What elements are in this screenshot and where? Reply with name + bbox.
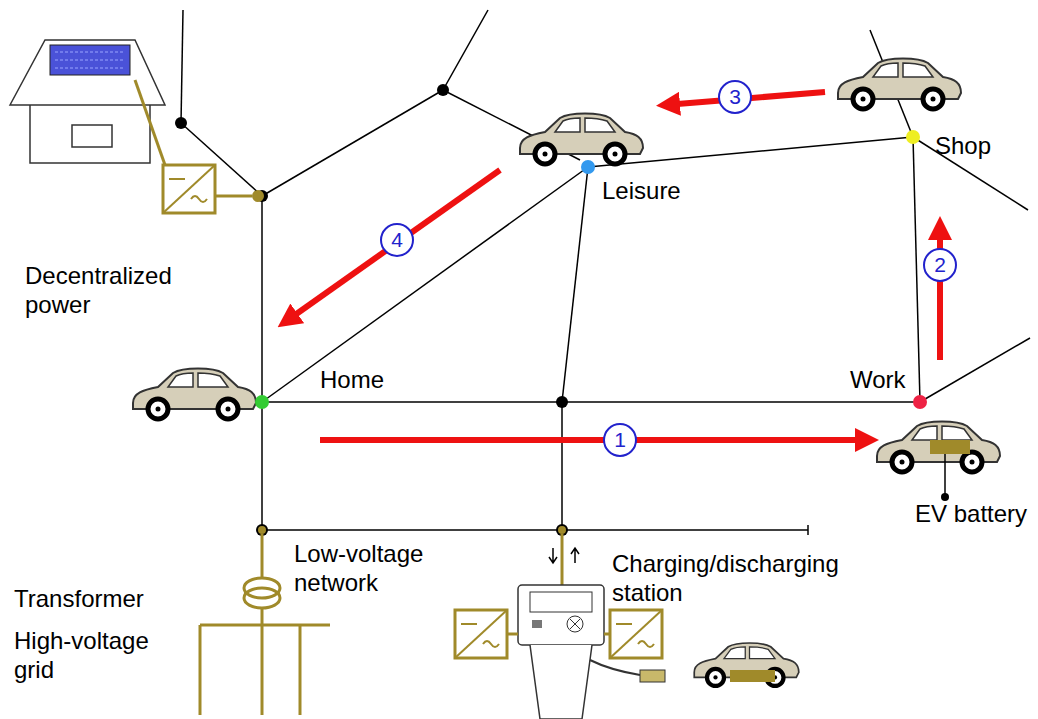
callout-number: 3 [718,80,752,114]
location-dot [906,130,920,144]
car [877,422,1000,473]
part-label: Charging/discharging station [612,550,902,608]
trip-arrow [937,225,943,360]
part-label: Transformer [14,585,194,614]
callout-number: 4 [380,223,414,257]
part-label: High-voltage grid [14,627,164,685]
callout-number: 1 [603,423,637,457]
car [838,59,961,110]
trip-arrow [320,437,870,443]
location-label: Work [850,366,906,395]
location-label: Home [320,366,384,395]
part-label: Low-voltage network [294,540,444,598]
part-label: Decentralized power [25,262,195,320]
location-dot [255,395,269,409]
car [520,114,643,165]
callout-number: 2 [923,248,957,282]
trip-arrow [285,170,500,322]
location-dot [581,160,595,174]
location-label: Shop [935,132,991,161]
house-solar [10,40,252,213]
car [133,369,256,420]
ev-battery [930,440,970,454]
location-label: Leisure [602,177,681,206]
location-dot [913,395,927,409]
part-label: EV battery [915,500,1038,529]
road-network [181,10,1030,535]
